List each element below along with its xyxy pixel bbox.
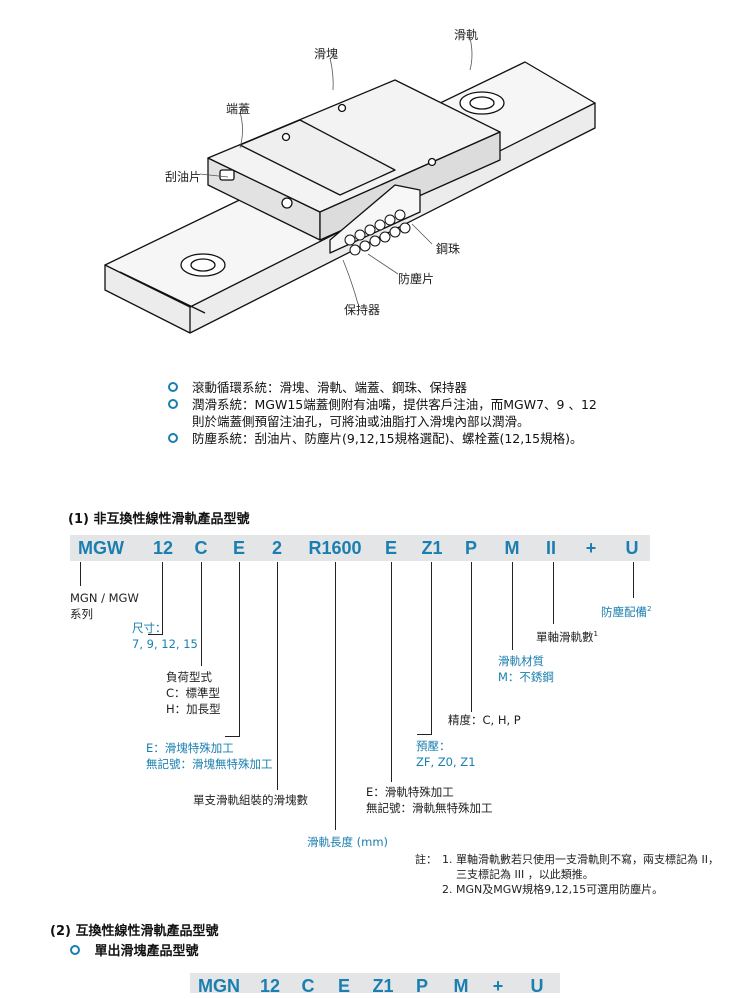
feature-item-continuation: 則於端蓋側預留注油孔，可將油或油脂打入滑塊內部以潤滑。 [192,414,530,429]
label-retainer: 保持器 [344,303,381,317]
code-rail-length: R1600 [308,538,362,558]
bullet-ring-icon [168,433,178,443]
caption-dust: 防塵配備2 [601,604,652,619]
caption-series: MGN / MGW 系列 [70,591,139,621]
code2-plus: + [492,976,504,996]
code-precision: P [464,538,477,558]
model-code-bar: MGW 12 C E 2 R1600 E Z1 P M II + U [70,535,650,561]
code2-series: MGN [198,976,240,996]
code2-load: C [301,976,315,996]
section2-subtitle-row: 單出滑塊產品型號 [70,940,199,959]
code2-preload: Z1 [372,976,394,996]
notes-label: 註： [415,853,437,866]
code2-material: M [453,976,469,996]
notes-block: 1. 單軸滑軌數若只使用一支滑軌則不寫，兩支標記為 II， 三支標記為 III … [442,853,719,896]
interchangeable-code-bar: MGN 12 C E Z1 P M + U [190,973,560,996]
caption-size: 尺寸： 7, 9, 12, 15 [132,621,198,651]
code-size: 12 [152,538,174,558]
label-dust-plate: 防塵片 [398,272,435,286]
code-rails-count: II [545,538,556,558]
code-preload: Z1 [421,538,443,558]
bullet-ring-icon [70,945,80,955]
code-series: MGW [78,538,124,558]
label-steel-ball: 鋼珠 [436,242,461,256]
code-blocks-count: 2 [271,538,282,558]
label-block: 滑塊 [314,47,339,61]
code2-special: E [337,976,350,996]
linear-guide-diagram [104,37,596,334]
bullet-ring-icon [168,382,178,392]
steel-balls [344,209,411,256]
feature-item: 滾動循環系統：滑塊、滑軌、端蓋、鋼珠、保持器 [168,379,638,396]
section2-title: (2) 互換性線性滑軌產品型號 [50,924,219,939]
caption-material: 滑軌材質 M：不銹鋼 [498,654,554,684]
bullet-ring-icon [168,399,178,409]
feature-list: 滾動循環系統：滑塊、滑軌、端蓋、鋼珠、保持器 潤滑系統：MGW15端蓋側附有油嘴… [168,379,638,447]
code-dust: U [625,538,639,558]
code-load: C [194,538,208,558]
caption-rail-length: 滑軌長度 (mm) [307,835,389,849]
feature-item: 防塵系統：刮油片、防塵片(9,12,15規格選配)、螺栓蓋(12,15規格)。 [168,430,638,447]
caption-rail-special: E：滑軌特殊加工 無記號：滑軌無特殊加工 [366,785,493,815]
section1-title: (1) 非互換性線性滑軌產品型號 [68,512,250,527]
label-rail: 滑軌 [454,28,479,42]
caption-rails-per-axis: 單軸滑軌數1 [536,629,598,644]
label-end-cap: 端蓋 [226,102,251,116]
code2-precision: P [415,976,428,996]
code-material: M [504,538,520,558]
caption-blocks-per-rail: 單支滑軌組裝的滑塊數 [193,793,308,807]
code2-size: 12 [259,976,281,996]
code-block-special: E [232,538,245,558]
caption-precision: 精度：C, H, P [448,713,521,727]
caption-preload: 預壓： ZF, Z0, Z1 [416,739,476,769]
code2-dust: U [530,976,544,996]
feature-item: 潤滑系統：MGW15端蓋側附有油嘴，提供客戶注油，而MGW7、9 、12 [168,396,638,413]
caption-block-special: E：滑塊特殊加工 無記號：滑塊無特殊加工 [146,741,273,771]
code-rail-special: E [384,538,397,558]
caption-load-type: 負荷型式 C：標準型 H：加長型 [166,670,221,716]
code-plus: + [585,538,597,558]
label-scraper: 刮油片 [165,170,202,184]
